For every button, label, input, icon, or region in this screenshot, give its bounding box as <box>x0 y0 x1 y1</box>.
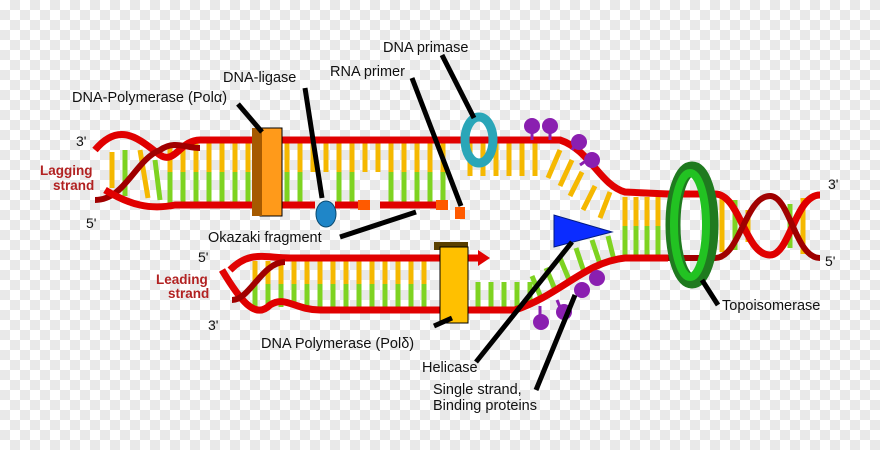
leading-arrowhead <box>478 250 490 266</box>
leading-parent-backbone <box>218 254 668 314</box>
end-lagging-bottom: 5' <box>86 215 96 231</box>
polymerase-alpha-block <box>259 127 283 217</box>
label-lagging-2: strand <box>53 178 94 193</box>
labels: DNA primase DNA-ligase RNA primer DNA-Po… <box>40 40 838 414</box>
polymerase-delta-shade <box>434 242 468 250</box>
base-rung <box>580 184 598 212</box>
end-right-bottom: 5' <box>825 253 835 269</box>
dna-ligase-blob <box>315 200 337 228</box>
rna-primer-2 <box>436 200 448 210</box>
label-rna-primer: RNA primer <box>330 64 405 80</box>
base-rung <box>545 149 563 179</box>
label-topoisomerase: Topoisomerase <box>722 298 820 314</box>
label-helicase: Helicase <box>422 360 478 376</box>
label-leading-2: strand <box>168 286 209 301</box>
label-lagging-1: Lagging <box>40 163 93 178</box>
rna-primer-3 <box>455 207 465 219</box>
label-ssb-line1: Single strand, <box>433 382 522 398</box>
label-polymerase-alpha: DNA-Polymerase (Polα) <box>72 90 227 106</box>
dna-primase-ring <box>460 112 498 168</box>
rna-primer-1 <box>358 200 370 210</box>
topoisomerase-ring-highlight <box>670 169 710 281</box>
label-dna-primase: DNA primase <box>383 40 468 56</box>
helix-right-top <box>668 190 821 259</box>
label-ssb-line2: Binding proteins <box>433 398 537 414</box>
end-right-top: 3' <box>828 176 838 192</box>
base-rung <box>573 247 587 273</box>
helix-right-bottom <box>668 192 821 261</box>
base-rung <box>557 158 575 188</box>
base-rung <box>589 239 603 265</box>
label-dna-ligase: DNA-ligase <box>223 70 296 86</box>
helicase-wedge <box>553 214 614 248</box>
polymerase-alpha-shade <box>252 128 262 216</box>
lagging-new-backbone-1 <box>103 186 315 211</box>
base-rung <box>597 191 613 219</box>
label-polymerase-delta: DNA Polymerase (Polδ) <box>261 336 414 352</box>
label-leading-1: Leading <box>156 272 208 287</box>
leading-new-backbone <box>227 252 480 273</box>
polymerase-delta-block <box>439 246 469 324</box>
label-okazaki-fragment: Okazaki fragment <box>208 230 322 246</box>
base-rung <box>605 235 617 261</box>
leading-twist <box>231 259 286 303</box>
base-rung <box>567 170 585 198</box>
end-leading-top: 5' <box>198 249 208 265</box>
base-rung <box>152 159 163 201</box>
end-lagging-top: 3' <box>76 133 86 149</box>
backbones <box>92 130 821 314</box>
ssb-lagging <box>524 118 600 168</box>
end-leading-bottom: 3' <box>208 317 218 333</box>
pointer-lines <box>236 53 721 391</box>
base-rung <box>137 149 151 199</box>
